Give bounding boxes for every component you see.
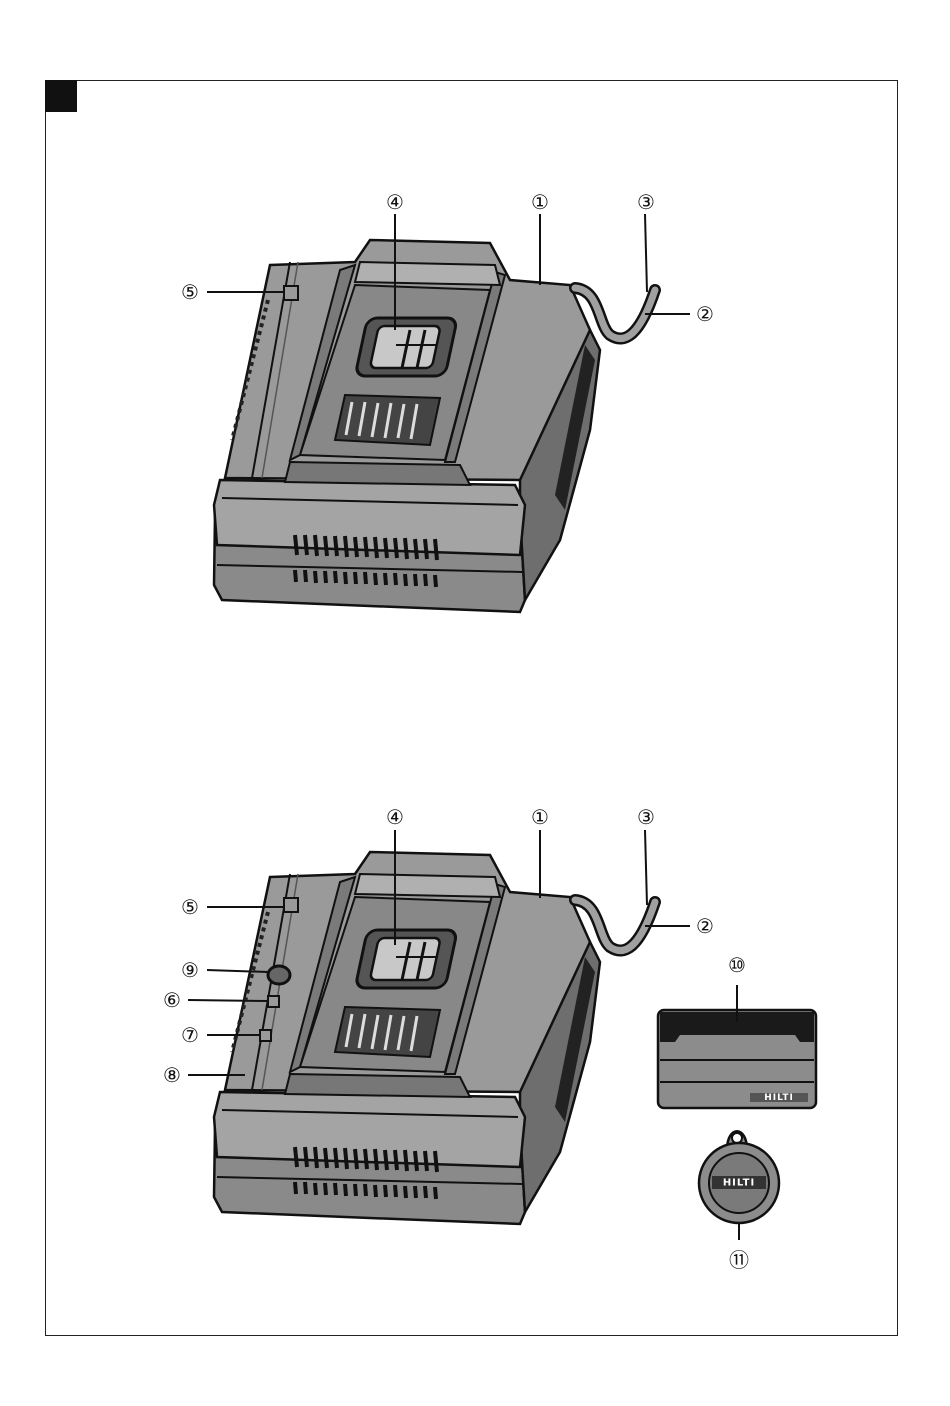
callout-11: ⑪ [729, 1248, 749, 1272]
button-9-shape [268, 966, 290, 984]
callout-6: ⑥ [163, 988, 181, 1012]
callout-4: ④ [386, 805, 404, 829]
charger-bottom-view: ④ ① ③ ② ⑤ ⑨ ⑥ ⑦ ⑧ HILTI ⑩ HILTI [163, 805, 816, 1272]
callout-2: ② [696, 302, 714, 326]
callout-2: ② [696, 914, 714, 938]
callout-3: ③ [637, 805, 655, 829]
callout-4: ④ [386, 190, 404, 214]
accessory-tag: HILTI [699, 1131, 779, 1240]
charger-top-view: ④ ① ③ ② ⑤ [181, 190, 714, 612]
callout-1: ① [531, 190, 549, 214]
callout-1: ① [531, 805, 549, 829]
card-logo: HILTI [764, 1093, 794, 1103]
accessory-card: HILTI [658, 985, 816, 1108]
callout-8: ⑧ [163, 1063, 181, 1087]
callout-5: ⑤ [181, 280, 199, 304]
callout-10: ⑩ [728, 953, 746, 977]
callout-5: ⑤ [181, 895, 199, 919]
callout-3: ③ [637, 190, 655, 214]
tag-logo: HILTI [723, 1178, 755, 1189]
callout-7: ⑦ [181, 1023, 199, 1047]
callout-9: ⑨ [181, 958, 199, 982]
